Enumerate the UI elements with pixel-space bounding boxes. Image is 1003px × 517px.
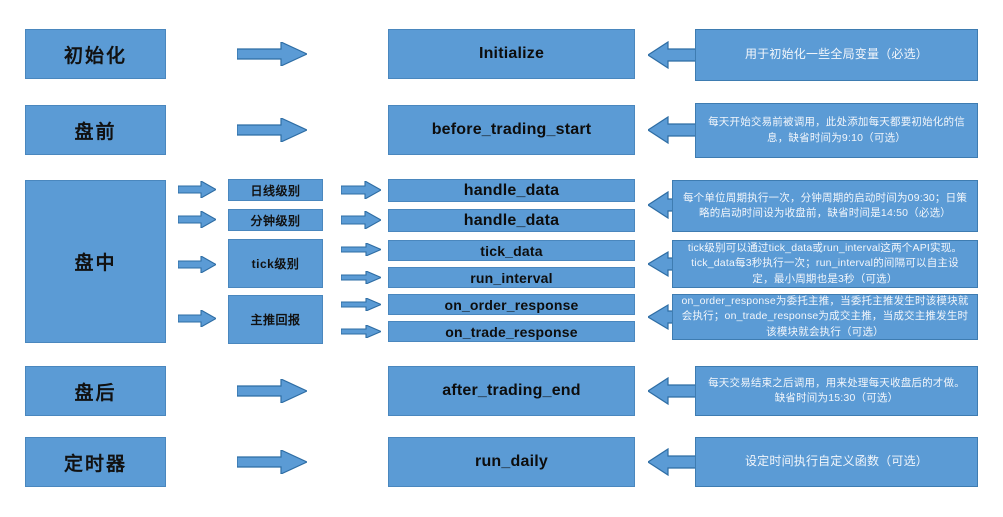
- arrow-during-to-tick-level: [178, 256, 216, 273]
- callout-initialize-desc: 用于初始化一些全局变量（必选）: [695, 29, 978, 81]
- sublevel-box-push-report: 主推回报: [228, 295, 323, 344]
- function-box-run-daily: run_daily: [388, 437, 635, 487]
- arrow-push-report-to-on-order-response: [341, 298, 381, 311]
- sublevel-box-minute-level: 分钟级别: [228, 209, 323, 231]
- callout-arrow-after-trading-end: [648, 376, 696, 406]
- function-box-handle-data-daily: handle_data: [388, 179, 635, 202]
- function-box-handle-data-minute: handle_data: [388, 209, 635, 232]
- sublevel-box-tick-level: tick级别: [228, 239, 323, 288]
- stage-box-timer: 定时器: [25, 437, 166, 487]
- callout-tick-desc: tick级别可以通过tick_data或run_interval这两个API实现…: [672, 240, 978, 288]
- function-box-before-trading-start: before_trading_start: [388, 105, 635, 155]
- callout-before-trading-start-desc: 每天开始交易前被调用，此处添加每天都要初始化的信息，缺省时间为9:10（可选）: [695, 103, 978, 158]
- arrow-tick-level-to-run-interval: [341, 271, 381, 284]
- stage-box-during: 盘中: [25, 180, 166, 343]
- arrow-daily-level-to-handle-data: [341, 181, 381, 199]
- function-box-tick-data: tick_data: [388, 240, 635, 261]
- function-box-initialize: Initialize: [388, 29, 635, 79]
- arrow-pre-to-before-trading-start: [237, 118, 307, 142]
- function-box-on-order-response: on_order_response: [388, 294, 635, 315]
- callout-arrow-before-trading-start: [648, 115, 696, 145]
- arrow-minute-level-to-handle-data: [341, 211, 381, 229]
- arrow-during-to-minute-level: [178, 211, 216, 228]
- arrow-push-report-to-on-trade-response: [341, 325, 381, 338]
- stage-box-post: 盘后: [25, 366, 166, 416]
- callout-arrow-initialize: [648, 40, 696, 70]
- callout-response-desc: on_order_response为委托主推，当委托主推发生时该模块就会执行；o…: [672, 294, 978, 340]
- arrow-during-to-push-report: [178, 310, 216, 327]
- sublevel-box-daily-level: 日线级别: [228, 179, 323, 201]
- stage-box-init: 初始化: [25, 29, 166, 79]
- function-box-run-interval: run_interval: [388, 267, 635, 288]
- function-box-on-trade-response: on_trade_response: [388, 321, 635, 342]
- function-box-after-trading-end: after_trading_end: [388, 366, 635, 416]
- callout-after-trading-end-desc: 每天交易结束之后调用，用来处理每天收盘后的才做。缺省时间为15:30（可选）: [695, 366, 978, 416]
- callout-run-daily-desc: 设定时间执行自定义函数（可选）: [695, 437, 978, 487]
- arrow-during-to-daily-level: [178, 181, 216, 198]
- arrow-post-to-after-trading-end: [237, 379, 307, 403]
- stage-box-pre: 盘前: [25, 105, 166, 155]
- arrow-timer-to-run-daily: [237, 450, 307, 474]
- callout-arrow-run-daily: [648, 447, 696, 477]
- callout-handle-data-desc: 每个单位周期执行一次，分钟周期的启动时间为09:30；日策略的启动时间设为收盘前…: [672, 180, 978, 232]
- arrow-init-to-initialize: [237, 42, 307, 66]
- arrow-tick-level-to-tick-data: [341, 243, 381, 256]
